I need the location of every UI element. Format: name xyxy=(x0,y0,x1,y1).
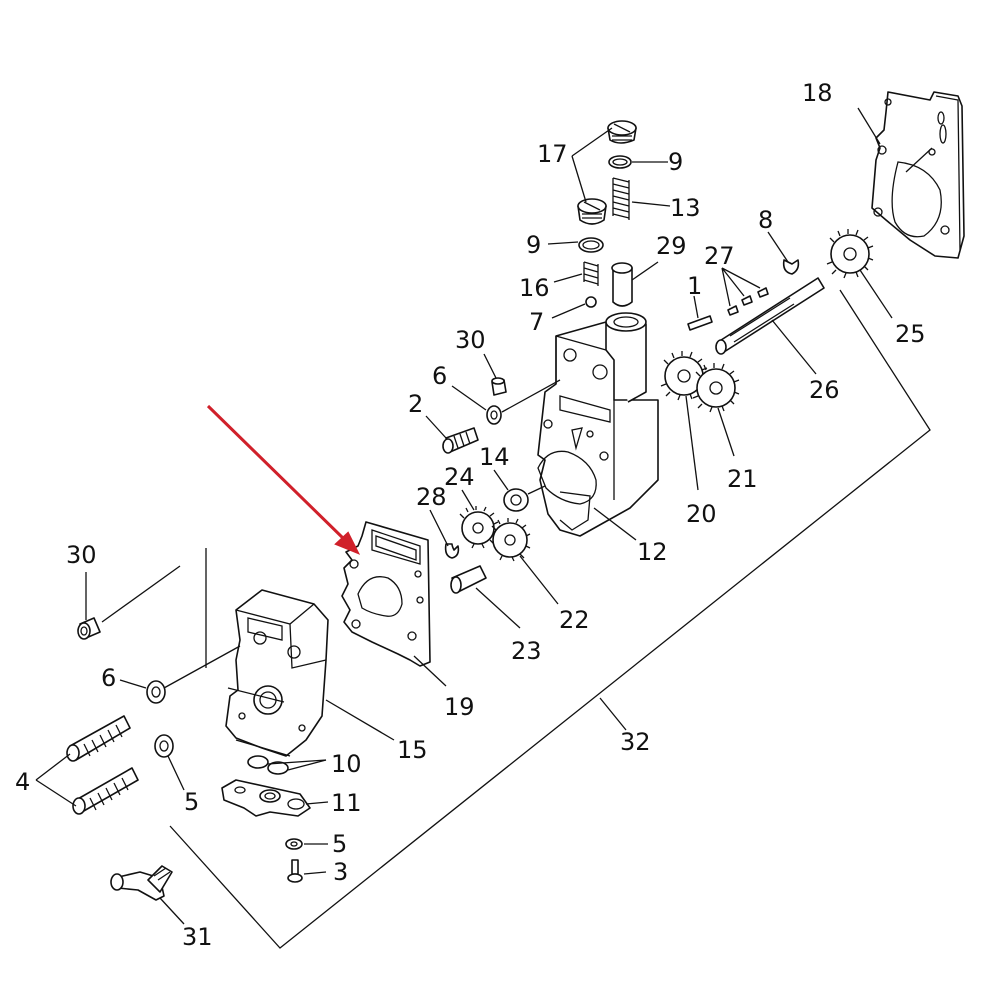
callout-7: 7 xyxy=(529,308,544,336)
callout-24: 24 xyxy=(444,463,475,491)
callout-22: 22 xyxy=(559,606,590,634)
part-10-oring-a xyxy=(247,755,269,769)
callout-8: 8 xyxy=(758,206,773,234)
callout-10: 10 xyxy=(331,750,362,778)
part-11-fitting xyxy=(221,779,311,817)
part-15-front-cover xyxy=(225,589,329,757)
part-3-screw xyxy=(287,859,303,883)
callout-2: 2 xyxy=(408,390,423,418)
part-7-ball xyxy=(585,296,597,308)
callout-11: 11 xyxy=(331,789,362,817)
callout-5-a: 5 xyxy=(184,788,199,816)
part-9-oring-lower-inner xyxy=(582,240,600,250)
callout-25: 25 xyxy=(895,320,926,348)
axis-line-top xyxy=(501,379,561,413)
part-8-clip xyxy=(782,259,800,275)
part-19-gasket xyxy=(341,521,431,667)
part-12-pump-body xyxy=(537,312,659,537)
part-25-gear xyxy=(826,229,874,279)
part-29-sleeve xyxy=(611,262,633,307)
axis-line-washer xyxy=(163,645,241,689)
part-22-gear xyxy=(491,518,531,562)
callout-20: 20 xyxy=(686,500,717,528)
callout-31: 31 xyxy=(182,923,213,951)
red-arrow-pointer xyxy=(206,404,361,555)
part-6-washer-lower-hole xyxy=(151,686,161,698)
part-4-bolt-upper xyxy=(66,715,131,762)
callout-9-b: 9 xyxy=(526,231,541,259)
part-9-oring-upper-inner xyxy=(612,158,628,166)
part-21-gear xyxy=(692,363,740,413)
part-32-kit-bracket xyxy=(169,289,931,949)
callout-18: 18 xyxy=(802,79,833,107)
part-10-oring-b xyxy=(267,761,289,775)
part-4-bolt-lower xyxy=(72,767,139,815)
callout-30-b: 30 xyxy=(66,541,97,569)
axis-line-mid xyxy=(527,485,546,495)
part-9-oring-lower xyxy=(578,237,604,253)
part-31-elbow xyxy=(110,865,173,901)
callout-13: 13 xyxy=(670,194,701,222)
callout-4: 4 xyxy=(15,768,30,796)
callout-27: 27 xyxy=(704,242,735,270)
part-5-washer-a xyxy=(154,734,174,758)
part-30-plug-lower xyxy=(77,617,101,640)
part-28-clip xyxy=(444,543,460,559)
callout-12: 12 xyxy=(637,538,668,566)
part-5-washer-b-hole xyxy=(290,841,298,847)
callout-28: 28 xyxy=(416,483,447,511)
callout-32: 32 xyxy=(620,728,651,756)
part-6-washer-lower xyxy=(146,680,166,704)
callout-23: 23 xyxy=(511,637,542,665)
part-9-oring-upper xyxy=(608,155,632,169)
part-26-shaft xyxy=(715,277,825,355)
callout-9-a: 9 xyxy=(668,148,683,176)
callout-6-b: 6 xyxy=(432,362,447,390)
part-17-plug-lower xyxy=(577,198,607,225)
callout-labels: 1 2 3 4 5 5 6 6 7 8 9 9 10 11 12 13 14 1… xyxy=(15,79,926,951)
callout-17: 17 xyxy=(537,140,568,168)
part-23-pin xyxy=(450,565,487,594)
part-16-spring xyxy=(583,261,599,286)
part-5-washer-a-hole xyxy=(159,740,169,752)
callout-1: 1 xyxy=(687,272,702,300)
callout-21: 21 xyxy=(727,465,758,493)
callout-14: 14 xyxy=(479,443,510,471)
callout-29: 29 xyxy=(656,232,687,260)
part-17-plug-upper xyxy=(607,120,637,144)
callout-19: 19 xyxy=(444,693,475,721)
callout-16: 16 xyxy=(519,274,550,302)
part-27-keys xyxy=(727,287,769,316)
part-2-bolt xyxy=(442,427,479,454)
part-14-bushing xyxy=(503,488,529,512)
callout-30-a: 30 xyxy=(455,326,486,354)
part-6-washer-top xyxy=(486,405,502,425)
part-1-pin xyxy=(687,315,713,331)
part-30-plug-top xyxy=(491,377,507,396)
leader-lines xyxy=(35,107,893,925)
callout-26: 26 xyxy=(809,376,840,404)
callout-6-a: 6 xyxy=(101,664,116,692)
part-13-spring xyxy=(612,177,630,220)
callout-5-b: 5 xyxy=(332,830,347,858)
part-6-washer-top-hole xyxy=(490,410,498,420)
part-5-washer-b xyxy=(285,838,303,850)
callout-3: 3 xyxy=(333,858,348,886)
axis-line-plug xyxy=(101,565,181,623)
callout-15: 15 xyxy=(397,736,428,764)
part-18-cover-plate xyxy=(871,91,965,259)
